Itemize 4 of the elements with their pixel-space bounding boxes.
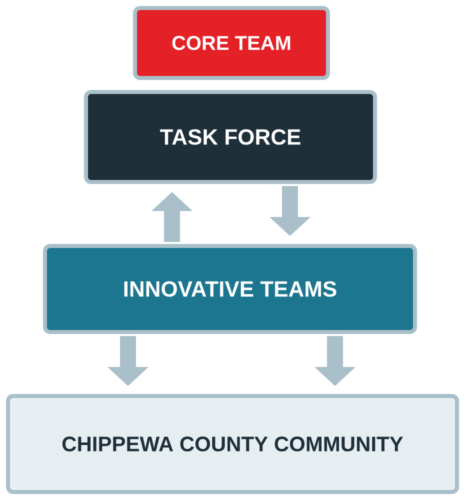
process-box: CORE TEAM xyxy=(133,6,330,80)
process-box: TASK FORCE xyxy=(84,90,377,184)
process-box: CHIPPEWA COUNTY COMMUNITY xyxy=(6,394,459,494)
process-box: INNOVATIVE TEAMS xyxy=(43,244,417,334)
